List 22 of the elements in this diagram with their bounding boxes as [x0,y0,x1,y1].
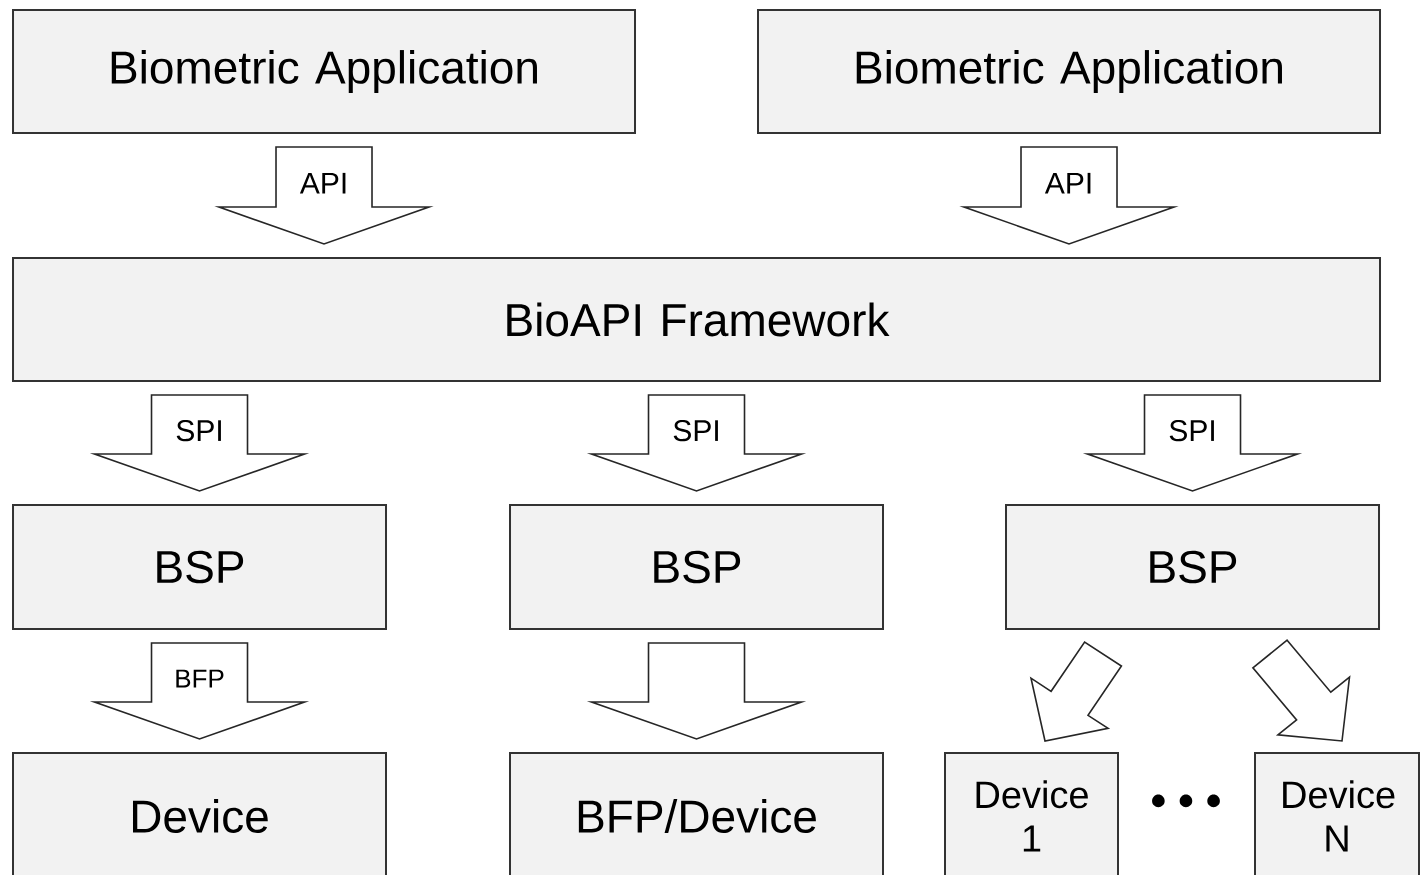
box: Device N [1254,752,1420,875]
edge-label: BFP [173,668,226,689]
box: Device [12,752,387,875]
block-arrow [214,146,434,245]
box: Biometric Application [12,9,636,134]
block-arrow [586,642,807,740]
block-arrow [1082,394,1303,492]
box: Device 1 [944,752,1119,875]
box: BSP [12,504,387,630]
box: BioAPI Framework [12,257,1381,382]
edge-label: SPI [1167,419,1218,443]
box: Biometric Application [757,9,1381,134]
edge-label: SPI [174,419,225,443]
box: BFP/Device [509,752,884,875]
block-arrow [89,642,310,740]
box: BSP [509,504,884,630]
ellipsis-dots: • • • [1152,794,1220,808]
box: BSP [1005,504,1380,630]
block-arrow [586,394,807,492]
block-arrow [89,394,310,492]
block-arrow [959,146,1179,245]
edge-label: SPI [671,419,722,443]
